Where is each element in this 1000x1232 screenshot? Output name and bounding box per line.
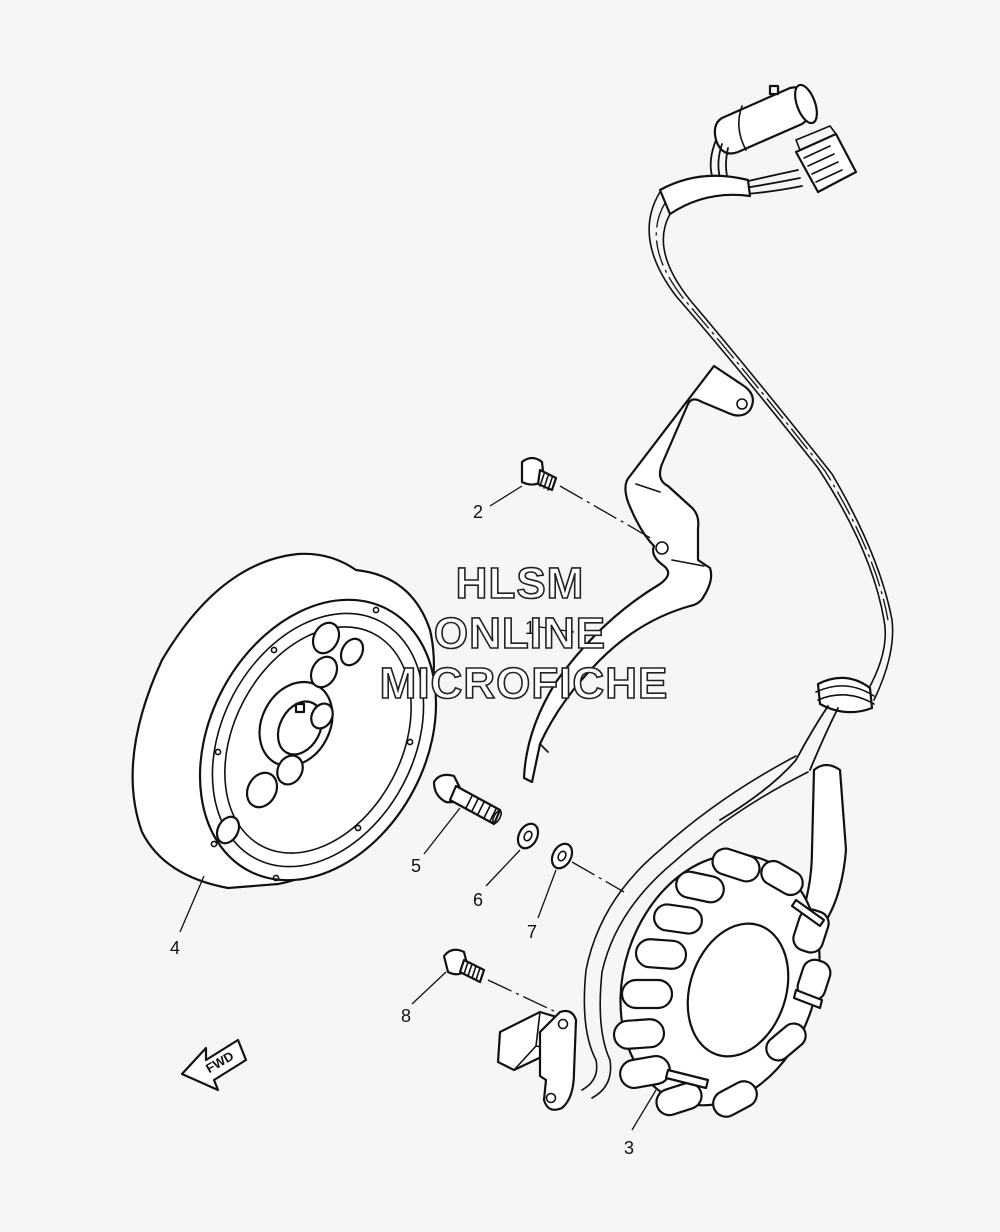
part-7-washer xyxy=(550,842,574,870)
watermark: HLSM ONLINE MICROFICHE xyxy=(379,558,669,709)
callout-2: 2 xyxy=(473,502,483,522)
callout-8: 8 xyxy=(401,1006,411,1026)
callout-4: 4 xyxy=(170,938,180,958)
watermark-line-2: ONLINE xyxy=(434,609,606,658)
fwd-direction-arrow: FWD xyxy=(180,1038,248,1092)
callout-6: 6 xyxy=(473,890,483,910)
leader-lines xyxy=(179,485,657,1131)
callout-1: 1 xyxy=(525,618,535,638)
callout-5: 5 xyxy=(411,856,421,876)
part-4-flywheel-rotor xyxy=(131,552,438,890)
part-1-bracket xyxy=(522,364,755,784)
part-5-bolt xyxy=(432,773,503,826)
wire-harness xyxy=(648,83,894,933)
part-8-screw xyxy=(442,948,486,984)
callout-3: 3 xyxy=(624,1138,634,1158)
pickup-coil xyxy=(496,1009,578,1111)
callout-7: 7 xyxy=(527,922,537,942)
part-2-screw xyxy=(520,456,558,492)
part-6-washer xyxy=(516,822,540,850)
watermark-line-3: MICROFICHE xyxy=(380,659,669,708)
part-3-stator xyxy=(581,755,832,1118)
watermark-line-1: HLSM xyxy=(456,559,585,608)
